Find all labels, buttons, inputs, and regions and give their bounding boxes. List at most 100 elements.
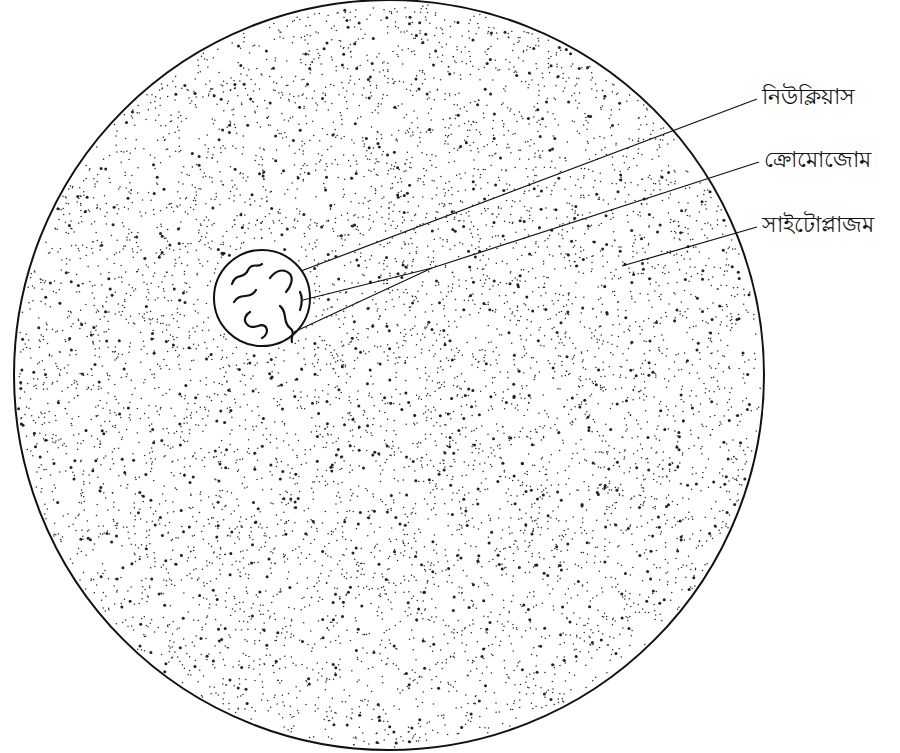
stipple-dot [701,278,704,281]
stipple-dot [28,408,30,410]
stipple-dot [189,507,191,509]
stipple-dot [114,124,116,126]
stipple-dot [498,517,500,519]
stipple-dot [613,374,615,376]
stipple-dot [183,84,186,87]
stipple-dot [556,218,558,220]
stipple-dot [150,311,152,313]
stipple-dot [509,282,512,285]
stipple-dot [215,619,217,621]
stipple-dot [373,708,375,710]
stipple-dot [501,574,503,576]
stipple-dot [303,79,305,81]
stipple-dot [302,153,304,155]
stipple-dot [417,178,419,180]
stipple-dot [52,491,54,493]
stipple-dot [350,540,352,542]
stipple-dot [197,681,199,683]
stipple-dot [83,440,85,442]
stipple-dot [348,234,350,236]
stipple-dot [654,619,656,621]
stipple-dot [473,444,476,447]
stipple-dot [387,355,389,357]
stipple-dot [420,532,422,534]
stipple-dot [239,425,241,427]
stipple-dot [77,442,79,444]
stipple-dot [169,369,171,371]
stipple-dot [43,382,45,384]
stipple-dot [425,217,427,219]
stipple-dot [575,347,577,349]
stipple-dot [403,507,405,509]
stipple-dot [423,168,425,170]
stipple-dot [574,212,576,214]
stipple-dot [375,193,377,195]
stipple-dot [243,41,245,43]
stipple-dot [388,446,390,448]
stipple-dot [298,260,300,262]
stipple-dot [499,551,501,553]
stipple-dot [335,218,337,220]
stipple-dot [233,596,235,598]
stipple-dot [467,719,469,721]
stipple-dot [433,507,435,509]
stipple-dot [380,275,382,277]
stipple-dot [584,640,586,642]
stipple-dot [587,141,589,143]
stipple-dot [298,340,300,342]
stipple-dot [362,467,365,470]
stipple-dot [222,683,224,685]
stipple-dot [581,351,583,353]
stipple-dot [429,53,431,55]
stipple-dot [202,418,204,420]
stipple-dot [488,456,490,458]
stipple-dot [67,387,69,389]
stipple-dot [549,635,551,637]
stipple-dot [85,165,87,167]
stipple-dot [488,537,490,539]
stipple-dot [245,384,247,386]
stipple-dot [452,452,455,455]
stipple-dot [220,461,222,463]
stipple-dot [204,244,206,246]
stipple-dot [163,617,165,619]
stipple-dot [260,156,262,158]
stipple-dot [181,431,183,433]
stipple-dot [161,251,164,254]
stipple-dot [237,45,240,48]
stipple-dot [678,435,681,438]
stipple-dot [305,85,307,87]
stipple-dot [457,733,459,735]
stipple-dot [104,215,106,217]
stipple-dot [261,164,263,166]
stipple-dot [244,487,246,489]
stipple-dot [229,527,231,529]
stipple-dot [128,159,130,161]
stipple-dot [283,350,285,352]
stipple-dot [273,672,275,674]
stipple-dot [304,233,306,235]
stipple-dot [602,369,604,371]
stipple-dot [433,621,435,623]
stipple-dot [337,512,339,514]
stipple-dot [385,504,387,506]
stipple-dot [184,398,186,400]
stipple-dot [278,372,280,374]
stipple-dot [695,246,697,248]
stipple-dot [78,248,80,250]
stipple-dot [39,433,41,435]
stipple-dot [303,179,305,181]
stipple-dot [567,602,569,604]
stipple-dot [688,512,690,514]
stipple-dot [629,325,631,327]
stipple-dot [412,737,414,739]
stipple-dot [690,434,692,436]
stipple-dot [363,350,365,352]
stipple-dot [480,174,482,176]
stipple-dot [383,396,386,399]
stipple-dot [70,558,72,560]
stipple-dot [208,607,210,609]
stipple-dot [448,181,450,183]
stipple-dot [624,456,626,458]
stipple-dot [629,616,631,618]
